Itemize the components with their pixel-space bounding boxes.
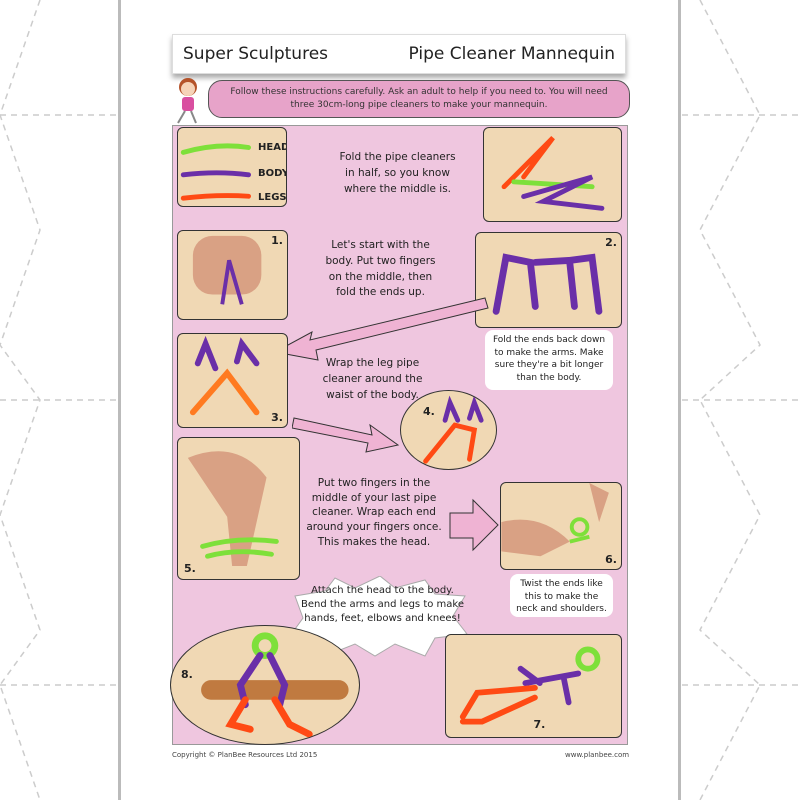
step-8-photo: 8.: [170, 625, 360, 745]
intro-speech-bubble: Follow these instructions carefully. Ask…: [208, 80, 630, 118]
step-4-photo: 4.: [400, 390, 497, 470]
legend-legs-label: LEGS: [258, 192, 287, 203]
step-2-number: 2.: [605, 236, 617, 249]
legend-head-label: HEAD: [258, 142, 287, 153]
website-link[interactable]: www.planbee.com: [565, 751, 630, 759]
legend-body-label: BODY: [258, 168, 287, 179]
arrow-step-5-to-6-icon: [449, 498, 499, 552]
header-right-title: Pipe Cleaner Mannequin: [408, 44, 615, 64]
step-8-number: 8.: [181, 668, 193, 681]
step-8-text: Attach the head to the body. Bend the ar…: [301, 585, 464, 624]
step-5-photo: 5.: [177, 437, 300, 580]
step-1-text: Let's start with the body. Put two finge…: [325, 239, 436, 299]
step-7-photo: 7.: [445, 634, 622, 738]
arrow-step-3-to-4-icon: [292, 417, 400, 453]
header-left-title: Super Sculptures: [183, 44, 329, 64]
copyright-text: Copyright © PlanBee Resources Ltd 2015: [172, 751, 318, 759]
worksheet-header: Super Sculptures Pipe Cleaner Mannequin: [172, 34, 626, 74]
step-6-caption: Twist the ends like this to make the nec…: [510, 574, 613, 617]
step-3-photo: 3.: [177, 333, 288, 428]
step-1-photo: 1.: [177, 230, 288, 320]
step-4-number: 4.: [423, 405, 435, 418]
pipe-cleaner-legend: HEAD BODY LEGS: [177, 127, 287, 207]
intro-step-text: Fold the pipe cleaners in half, so you k…: [339, 151, 456, 195]
arrow-step-2-to-3-icon: [273, 297, 489, 361]
step-5-text: Put two fingers in the middle of your la…: [306, 477, 442, 548]
folded-pipe-cleaners-photo: [483, 127, 622, 222]
step-6-photo: 6.: [500, 482, 622, 570]
step-7-number: 7.: [533, 718, 546, 731]
step-2-photo: 2.: [475, 232, 622, 328]
step-3-number: 3.: [271, 411, 283, 424]
step-1-number: 1.: [271, 234, 283, 247]
girl-character-icon: [177, 78, 197, 124]
step-5-number: 5.: [184, 562, 196, 575]
step-2-caption: Fold the ends back down to make the arms…: [485, 330, 613, 390]
step-3-text: Wrap the leg pipe cleaner around the wai…: [322, 357, 423, 401]
step-6-number: 6.: [605, 553, 617, 566]
